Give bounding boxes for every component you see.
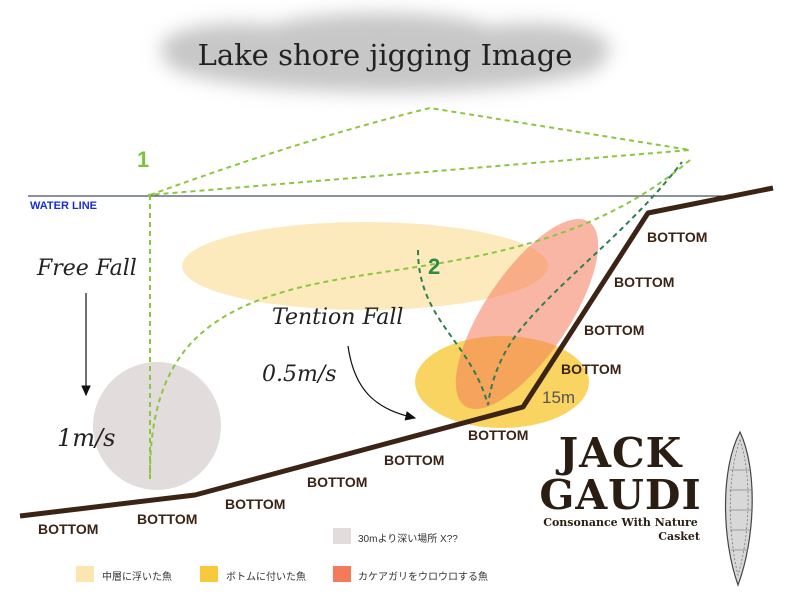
legend-label-on-bottom: ボトムに付いた魚: [226, 572, 306, 583]
brand-name-line1: JACK: [558, 429, 683, 477]
bottom-label: BOTTOM: [225, 496, 286, 512]
water-line-label: WATER LINE: [30, 200, 98, 212]
free-fall-label: Free Fall: [37, 256, 137, 281]
bottom-label: BOTTOM: [561, 361, 622, 377]
tention-fall-arrow: [347, 345, 417, 421]
brand-tagline: Consonance With Nature: [543, 516, 698, 529]
legend-swatch-deep-area: [333, 528, 351, 544]
title-cloud: [160, 13, 610, 92]
brand-logo-lure: [724, 430, 753, 587]
bottom-contour: [19, 185, 774, 519]
brand-name-line2: GAUDI: [539, 471, 702, 519]
route1-path: [147, 106, 691, 480]
fast-speed-label: 1m/s: [57, 424, 116, 452]
slope-fish-zone: [455, 219, 599, 409]
bottom-label: BOTTOM: [468, 427, 529, 443]
bottom-label: BOTTOM: [137, 511, 198, 527]
legend-swatch-on-bottom: [200, 566, 218, 582]
slow-speed-label: 0.5m/s: [262, 362, 337, 387]
legend-swatch-on-slope: [333, 566, 351, 582]
mid-layer-fish-zone: [182, 222, 548, 310]
route1-number: 1: [137, 147, 150, 172]
depth-label: 15m: [542, 388, 576, 407]
route1-return-path: [149, 159, 691, 476]
bottom-label: BOTTOM: [584, 322, 645, 338]
brand-tagline2: Casket: [658, 530, 700, 543]
route2-number: 2: [428, 254, 441, 279]
route2-path: [417, 161, 683, 406]
diagram-title: Lake shore jigging Image: [197, 38, 573, 72]
bottom-label: BOTTOM: [38, 521, 99, 537]
bottom-label: BOTTOM: [307, 474, 368, 490]
brand-block: JACK GAUDI Consonance With Nature Casket: [533, 432, 708, 544]
bottom-label: BOTTOM: [614, 274, 675, 290]
legend-swatch-mid-layer: [76, 566, 94, 582]
legend-label-mid-layer: 中層に浮いた魚: [102, 572, 172, 583]
tention-fall-label: Tention Fall: [272, 305, 404, 330]
legend-label-deep-area: 30mより深い場所 X??: [358, 534, 458, 545]
bottom-label: BOTTOM: [647, 229, 708, 245]
deep-area-circle: [93, 362, 221, 490]
legend-label-on-slope: カケアガリをウロウロする魚: [358, 572, 488, 583]
bottom-label: BOTTOM: [384, 452, 445, 468]
